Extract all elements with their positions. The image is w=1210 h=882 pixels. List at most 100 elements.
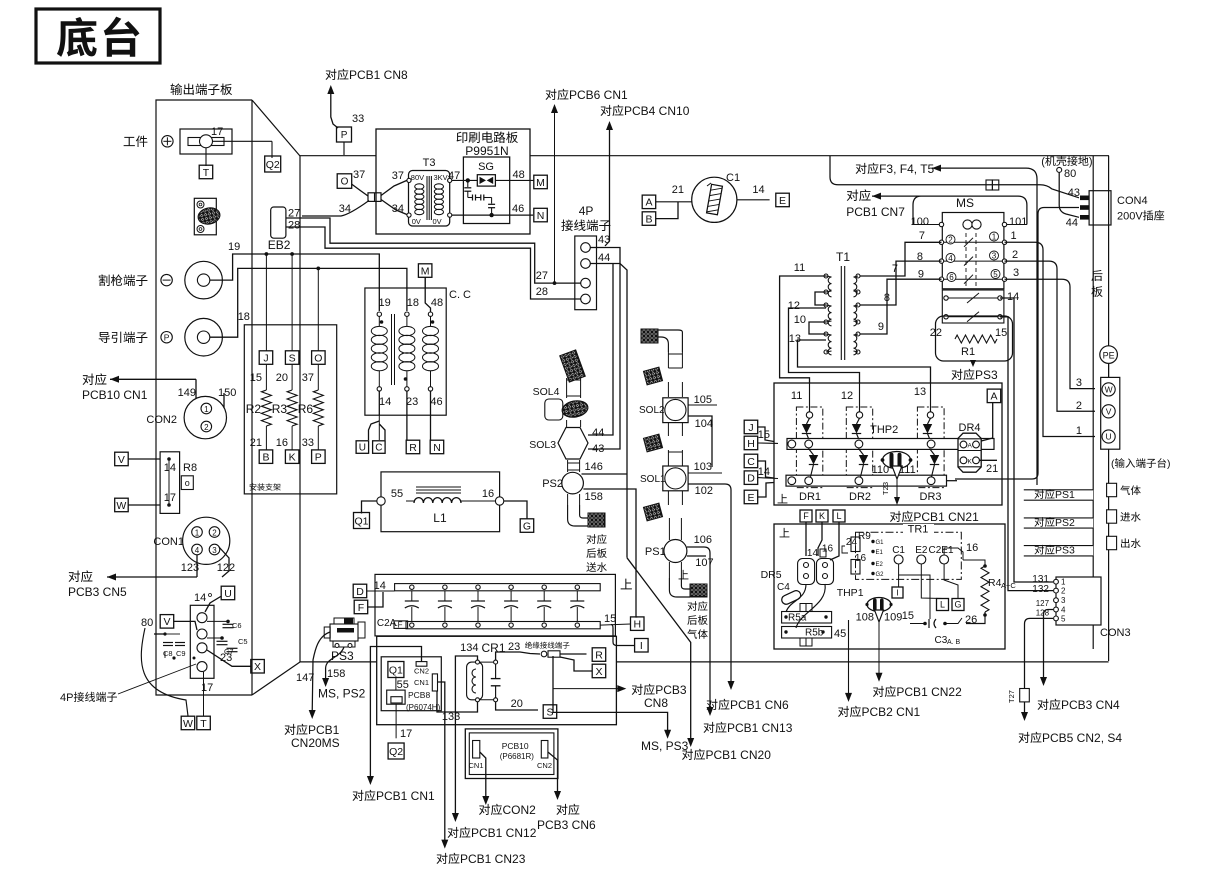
svg-text:C4: C4 [777, 582, 790, 593]
svg-text:PCB1 CN23: PCB1 CN23 [460, 852, 526, 866]
svg-text:T: T [200, 718, 207, 730]
svg-text:TR1: TR1 [908, 524, 929, 536]
svg-text:PCB6 CN1: PCB6 CN1 [569, 88, 628, 102]
svg-text:PE: PE [1103, 350, 1115, 360]
svg-text:PCB1: PCB1 [308, 723, 340, 737]
svg-text:I: I [896, 588, 898, 598]
svg-text:33: 33 [352, 113, 364, 125]
svg-text:SOL3: SOL3 [529, 439, 556, 451]
svg-text:2: 2 [1061, 587, 1066, 596]
svg-text:J: J [748, 422, 753, 434]
svg-text:3: 3 [1013, 267, 1019, 279]
svg-text:13: 13 [914, 386, 926, 398]
svg-text:100: 100 [911, 216, 929, 228]
svg-text:CON3: CON3 [1100, 627, 1131, 639]
svg-text:55: 55 [397, 679, 409, 691]
svg-text:80: 80 [1064, 168, 1076, 180]
svg-text:L1: L1 [433, 511, 447, 525]
svg-text:CN2: CN2 [537, 761, 552, 770]
svg-text:15: 15 [758, 429, 770, 441]
svg-text:158: 158 [585, 491, 603, 503]
svg-text:A~C: A~C [1001, 581, 1016, 590]
svg-text:20: 20 [276, 372, 288, 384]
svg-text:1: 1 [992, 232, 997, 241]
svg-text:1: 1 [1061, 578, 1066, 587]
svg-text:0V: 0V [412, 217, 421, 226]
svg-text:5: 5 [993, 270, 998, 279]
svg-text:11: 11 [791, 390, 802, 402]
svg-text:7: 7 [892, 263, 898, 275]
svg-text:15: 15 [250, 372, 262, 384]
svg-text:43: 43 [592, 443, 604, 455]
svg-text:EB2: EB2 [268, 238, 291, 252]
svg-text:A. B: A. B [947, 639, 961, 646]
svg-text:C7: C7 [224, 647, 234, 656]
svg-text:18: 18 [407, 297, 419, 309]
svg-text:S: S [289, 352, 296, 364]
svg-text:SOL1: SOL1 [640, 474, 666, 485]
svg-text:PCB8: PCB8 [408, 690, 430, 700]
svg-text:106: 106 [694, 534, 712, 546]
svg-text:17: 17 [201, 682, 213, 694]
svg-text:L: L [837, 511, 842, 521]
svg-text:146: 146 [585, 461, 603, 473]
svg-text:43: 43 [598, 234, 610, 246]
svg-text:R6: R6 [298, 402, 314, 416]
svg-text:122: 122 [217, 562, 235, 574]
svg-text:1: 1 [195, 529, 200, 538]
svg-text:P9951N: P9951N [465, 144, 508, 158]
svg-text:I: I [640, 640, 643, 652]
svg-text:105: 105 [694, 394, 712, 406]
svg-text:T27: T27 [1007, 690, 1016, 703]
svg-text:PCB10 CN1: PCB10 CN1 [82, 388, 148, 402]
svg-text:-F: -F [395, 620, 403, 629]
svg-text:3: 3 [212, 546, 217, 555]
svg-text:1: 1 [1076, 425, 1082, 437]
svg-text:CON2: CON2 [503, 803, 537, 817]
svg-text:(: ( [1111, 458, 1115, 470]
svg-text:PCB1 CN20: PCB1 CN20 [706, 748, 772, 762]
svg-text:19: 19 [228, 241, 240, 253]
svg-text:Q2: Q2 [266, 159, 280, 171]
svg-text:19: 19 [379, 297, 391, 309]
svg-text:109: 109 [884, 612, 902, 624]
svg-text:23: 23 [508, 641, 520, 653]
svg-text:17: 17 [400, 728, 412, 740]
svg-text:H: H [634, 618, 642, 630]
svg-text:2: 2 [948, 235, 953, 244]
svg-text:DR5: DR5 [761, 569, 782, 581]
svg-text:PCB3: PCB3 [655, 683, 687, 697]
svg-text:150: 150 [218, 387, 236, 399]
svg-text:K: K [289, 452, 296, 464]
svg-text:147: 147 [296, 672, 314, 684]
svg-text:104: 104 [695, 418, 713, 430]
svg-text:22: 22 [930, 327, 942, 339]
svg-text:D: D [356, 586, 364, 598]
svg-text:R5a: R5a [788, 613, 807, 624]
svg-text:45: 45 [834, 628, 846, 640]
svg-text:P: P [341, 130, 348, 141]
svg-text:14: 14 [374, 580, 386, 592]
svg-text:PCB3 CN5: PCB3 CN5 [68, 585, 127, 599]
svg-text:(P6681R): (P6681R) [500, 752, 535, 761]
svg-text:PS1: PS1 [645, 546, 666, 558]
svg-text:12: 12 [788, 300, 800, 312]
svg-text:MS: MS [956, 196, 974, 210]
svg-text:3: 3 [1061, 596, 1066, 605]
svg-text:15: 15 [995, 327, 1007, 339]
svg-text:21: 21 [672, 184, 684, 196]
svg-text:PCB1 CN21: PCB1 CN21 [913, 510, 979, 524]
svg-text:X: X [254, 661, 261, 673]
svg-text:27: 27 [536, 270, 548, 282]
svg-text:2: 2 [1076, 400, 1082, 412]
svg-text:7: 7 [919, 230, 925, 242]
svg-text:DR1: DR1 [799, 491, 821, 503]
svg-text:8: 8 [884, 292, 890, 304]
svg-text:127: 127 [1036, 599, 1050, 608]
svg-text:K: K [819, 511, 825, 521]
svg-text:V: V [164, 616, 171, 628]
svg-text:DR3: DR3 [920, 491, 942, 503]
svg-text:N: N [537, 210, 545, 222]
svg-text:U: U [359, 443, 366, 454]
svg-text:48: 48 [513, 169, 525, 181]
